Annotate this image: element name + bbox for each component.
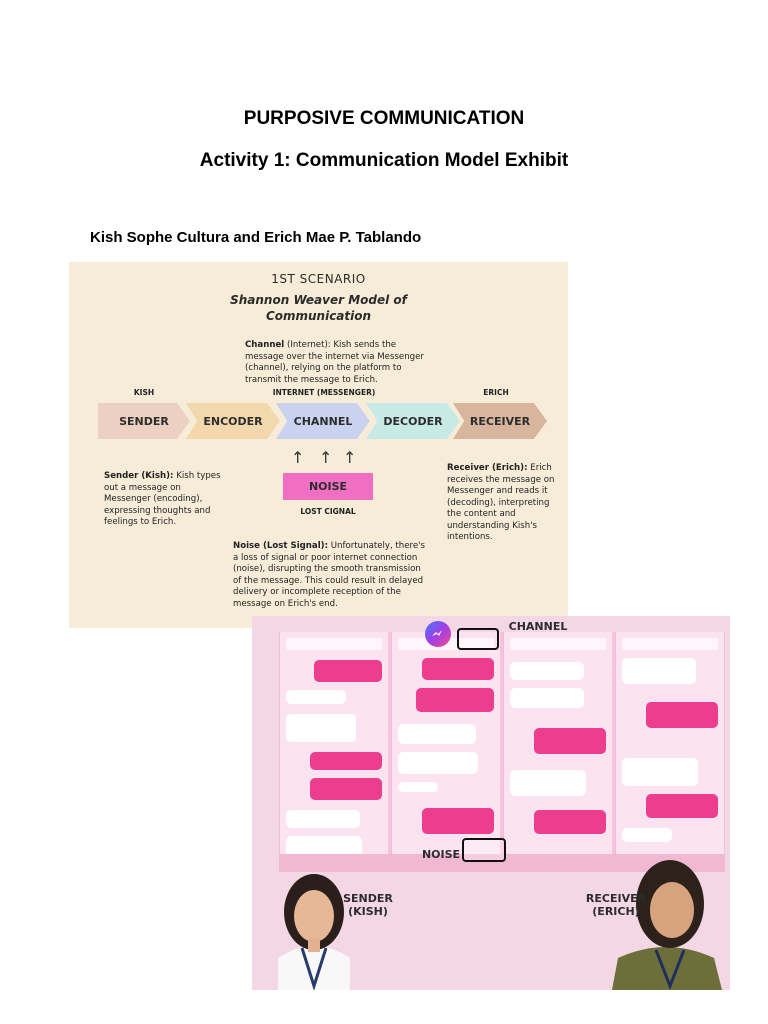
- noise-note-label: Noise (Lost Signal):: [233, 541, 329, 551]
- channel-label: CHANNEL: [508, 620, 568, 633]
- step-encoder: ENCODER: [186, 403, 280, 439]
- arrow-up-icon: ↑: [343, 448, 357, 467]
- receiver-label: RECEIVER (ERICH): [582, 892, 650, 918]
- sender-label-role: SENDER: [343, 892, 393, 905]
- receiver-photo: [602, 846, 730, 991]
- receiver-label-name: (ERICH): [592, 905, 640, 918]
- arrow-up-icon: ↑: [291, 448, 305, 467]
- chat-screenshot: [391, 632, 500, 872]
- sender-photo: [258, 848, 370, 991]
- message-input-strip: [279, 854, 725, 872]
- arrow-up-icon: ↑: [319, 448, 333, 467]
- document-title: PURPOSIVE COMMUNICATION: [243, 108, 525, 129]
- receiver-note-label: Receiver (Erich):: [447, 463, 528, 473]
- label-erich: ERICH: [483, 388, 509, 397]
- channel-note-text: (Internet): Kish sends the message over …: [245, 340, 424, 385]
- label-kish: KISH: [133, 388, 155, 397]
- model-title-line2: Communication: [265, 309, 372, 323]
- chat-screenshot: [503, 632, 612, 872]
- channel-note: Channel (Internet): Kish sends the messa…: [245, 340, 425, 386]
- sender-note-label: Sender (Kish):: [104, 471, 174, 481]
- messenger-screenshots: [279, 632, 725, 872]
- messenger-icon: [425, 621, 451, 647]
- step-receiver: RECEIVER: [453, 403, 547, 439]
- label-internet: INTERNET (MESSENGER): [272, 388, 376, 397]
- sender-label-name: (KISH): [348, 905, 388, 918]
- chat-screenshot: [615, 632, 724, 872]
- scenario-heading: 1ST SCENARIO: [271, 272, 366, 286]
- authors-line: Kish Sophe Cultura and Erich Mae P. Tabl…: [90, 229, 422, 246]
- model-title-line1: Shannon Weaver Model of: [230, 293, 407, 307]
- noise-label: NOISE: [421, 848, 461, 861]
- signal-highlight-box: [457, 628, 499, 650]
- receiver-label-role: RECEIVER: [585, 892, 647, 905]
- sending-highlight-box: [462, 838, 506, 862]
- model-infographic: 1ST SCENARIO Shannon Weaver Model of Com…: [69, 262, 568, 628]
- noise-box: NOISE: [283, 473, 373, 500]
- chat-screenshot: [279, 632, 388, 872]
- sender-label: SENDER (KISH): [336, 892, 400, 918]
- noise-note: Noise (Lost Signal): Unfortunately, ther…: [233, 541, 429, 610]
- channel-note-label: Channel: [245, 340, 285, 350]
- receiver-note-text: Erich receives the message on Messenger …: [447, 463, 555, 542]
- photo-collage: CHANNEL NOISE SENDER (KISH) RECEIVER (ER…: [252, 616, 730, 991]
- step-channel: CHANNEL: [276, 403, 370, 439]
- step-sender: SENDER: [98, 403, 190, 439]
- noise-note-text: Unfortunately, there's a loss of signal …: [233, 541, 425, 609]
- step-decoder: DECODER: [366, 403, 460, 439]
- lost-signal-label: LOST CIGNAL: [300, 507, 356, 516]
- sender-note-text: Kish types out a message on Messenger (e…: [104, 471, 221, 527]
- document-subtitle: Activity 1: Communication Model Exhibit: [199, 150, 569, 171]
- receiver-note: Receiver (Erich): Erich receives the mes…: [447, 463, 555, 544]
- sender-note: Sender (Kish): Kish types out a message …: [104, 471, 222, 529]
